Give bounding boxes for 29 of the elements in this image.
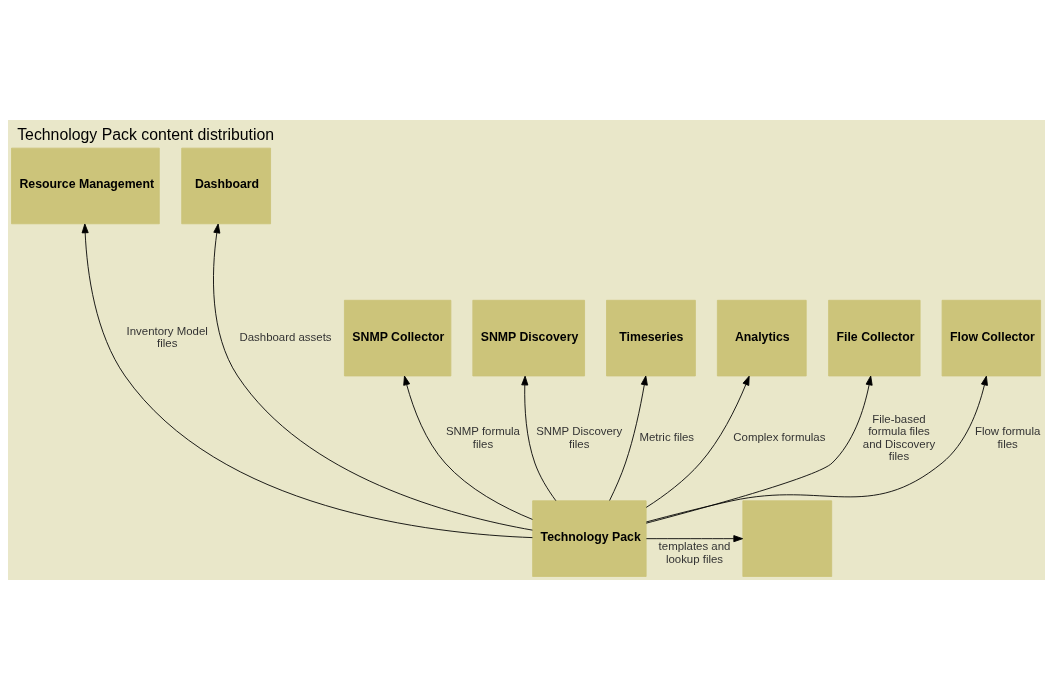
edge-label: templates and lookup files: [658, 540, 731, 565]
edge-label: Dashboard assets: [239, 331, 332, 344]
node-box: SNMP Discovery: [472, 299, 585, 377]
arrow: [213, 223, 533, 531]
edge-label: Flow formula files: [974, 425, 1041, 450]
node-box: Dashboard: [181, 147, 271, 225]
node-box: Analytics: [716, 299, 807, 377]
arrow: [609, 375, 648, 501]
edge-label: Metric files: [639, 431, 695, 444]
edge-label: Inventory Model files: [126, 324, 208, 350]
arrow: [81, 223, 533, 539]
arrow: [521, 375, 557, 502]
node-box: Technology Pack: [532, 500, 647, 577]
arrow: [645, 375, 873, 524]
node-box: Timeseries: [606, 299, 696, 377]
arrow: [403, 375, 533, 520]
diagram-title: Technology Pack content distribution: [17, 125, 275, 143]
node-box: Resource Management: [11, 147, 160, 225]
node-box: Flow Collector: [941, 299, 1042, 377]
edge-label: SNMP Discovery files: [536, 425, 623, 450]
arrow: [645, 535, 744, 543]
node-box: [742, 500, 833, 577]
node-box: SNMP Collector: [344, 299, 452, 377]
node-box: File Collector: [828, 299, 921, 377]
arrow: [645, 375, 988, 523]
edge-label: SNMP formula files: [445, 425, 520, 450]
arrow: [645, 375, 750, 508]
edge-label: File-based formula files and Discovery files: [862, 412, 936, 462]
edge-label: Complex formulas: [733, 431, 826, 444]
